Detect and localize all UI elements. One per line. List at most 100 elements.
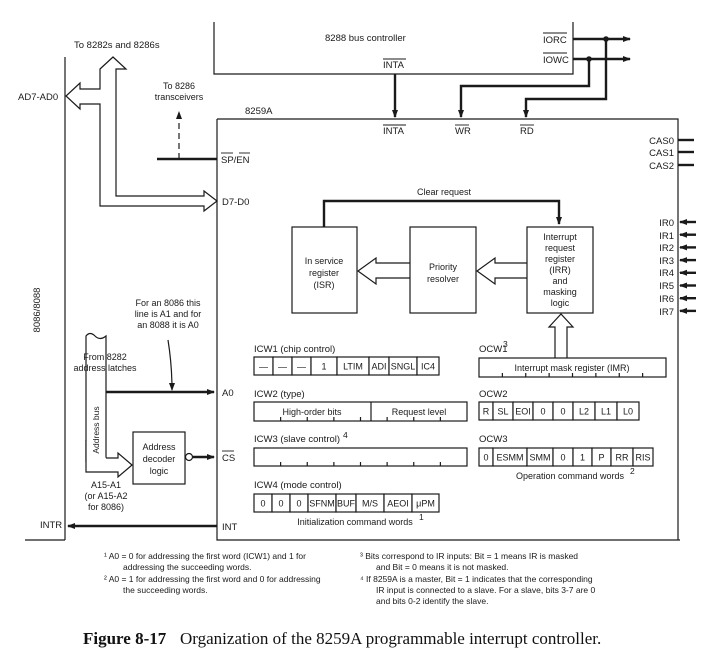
intr-label: INTR [40,520,62,531]
pin-d7-d0: D7-D0 [222,197,249,208]
cpu-block: 8086/8088 AD7-AD0 INTR [18,57,66,541]
icw2-high-order: High-order bits [282,407,342,417]
priority-resolver-block: Priority resolver [409,226,477,314]
control-wires [392,36,631,118]
chip-label: 8259A [245,106,273,117]
icw2-title: ICW2 (type) [254,389,305,400]
ir5-label: IR5 [659,281,674,292]
isr-block: In service register (ISR) [291,226,358,314]
imr-to-irr-arrow [547,313,575,358]
irr-text-7: logic [551,298,570,308]
icw4-bit-label: BUF [337,499,356,509]
icw2-register: ICW2 (type) High-order bits Request leve… [253,389,468,422]
ocw3-bit-label: P [598,453,604,463]
clear-request-path: Clear request [322,187,562,227]
ocw3-bit-label: 1 [580,453,585,463]
addr-range-3: for 8086) [88,502,124,512]
address-decoder-block: Address decoder logic CS A15-A1 (or A15-… [84,431,235,512]
ocw-group-label: Operation command words [516,471,625,481]
irr-text-2: request [545,243,576,253]
icw3-register: ICW3 (slave control) 4 [253,430,468,467]
clear-request-label: Clear request [417,187,472,197]
footnote-4-line3: and bits 0-2 identify the slave. [376,596,488,606]
to-8286-label-2: transceivers [155,92,204,102]
priority-text-2: resolver [427,274,459,284]
ocw3-bit-label: 0 [483,453,488,463]
icw4-title: ICW4 (mode control) [254,480,342,491]
irr-text-4: (IRR) [549,265,571,275]
icw4-bit-label: M/S [362,499,378,509]
decoder-text-1: Address [142,442,176,452]
icw-group-label: Initialization command words [297,517,413,527]
decoder-text-3: logic [150,466,169,476]
ocw2-title: OCW2 [479,389,508,400]
icw1-bit-label: ADI [371,362,386,372]
a0-note-2: line is A1 and for [135,309,202,319]
footnote-2-line2: the succeeding words. [123,585,208,595]
footnote-4-line1: ⁴ If 8259A is a master, Bit = 1 indicate… [360,574,593,584]
bus-controller-block: 8288 bus controller INTA IORC IOWC [213,22,574,75]
ocw2-cell [616,401,640,421]
pin-inta: INTA [383,126,405,137]
priority-text-1: Priority [429,262,458,272]
bus-controller-label: 8288 bus controller [325,33,406,44]
footnote-1-line2: addressing the succeeding words. [123,562,252,572]
footnotes: ¹ A0 = 0 for addressing the first word (… [104,551,595,606]
footnote-4-line2: IR input is connected to a slave. For a … [376,585,595,595]
latch-note-2: address latches [73,363,137,373]
ocw1-sup: 3 [503,339,508,349]
addr-range-1: A15-A1 [91,480,121,490]
ocw1-title: OCW1 [479,344,508,355]
icw1-bit-label: — [297,362,306,372]
ad-bus-label: AD7-AD0 [18,92,58,103]
icw4-bit-label: μPM [416,499,435,509]
cas2-label: CAS2 [649,161,674,172]
footnote-1-line1: ¹ A0 = 0 for addressing the first word (… [104,551,306,561]
ocw2-bit-label: R [483,407,490,417]
decoder-text-2: decoder [143,454,176,464]
cas1-label: CAS1 [649,148,674,159]
icw1-cell [416,356,440,376]
cas0-label: CAS0 [649,136,674,147]
isr-text-1: In service [305,256,344,266]
to-8282-8286-label: To 8282s and 8286s [74,40,160,51]
footnote-3-line1: ³ Bits correspond to IR inputs: Bit = 1 … [360,551,578,561]
ocw2-bit-label: SL [497,407,508,417]
ocw1-imr: Interrupt mask register (IMR) [514,363,629,373]
ir7-label: IR7 [659,307,674,318]
irr-text-1: Interrupt [543,232,577,242]
ir0-label: IR0 [659,218,674,229]
caption-label: Figure 8-17 [83,629,167,648]
ocw-group-sup: 2 [630,466,635,476]
ocw1-register: OCW1 3 Interrupt mask register (IMR) [478,339,667,378]
irr-text-3: register [545,254,575,264]
icw1-bit-label: 1 [321,362,326,372]
icw4-bit-label: SFNM [309,499,335,509]
icw4-bit-label: 0 [278,499,283,509]
iorc-label: IORC [543,35,567,46]
chip-8259a: 8259A INTA WR RD [216,106,680,541]
ocw2-bit-label: 0 [540,407,545,417]
ocw2-bit-label: 0 [560,407,565,417]
isr-text-3: (ISR) [314,280,335,290]
data-bus-arrow: To 8282s and 8286s [65,40,218,213]
pin-a0: A0 [222,388,234,399]
addr-range-2: (or A15-A2 [84,491,127,501]
icw4-bit-label: 0 [296,499,301,509]
ir1-label: IR1 [659,231,674,242]
icw1-bit-label: IC4 [421,362,435,372]
ocw2-bit-label: L0 [623,407,633,417]
ir6-label: IR6 [659,294,674,305]
pin-int: INT [222,522,238,533]
icw1-bit-label: — [278,362,287,372]
icw1-bit-label: LTIM [343,362,363,372]
icw1-bit-label: SNGL [391,362,416,372]
icw4-bit-label: AEOI [387,499,409,509]
pin-cs: CS [222,453,235,464]
icw-group-sup: 1 [419,512,424,522]
figure-caption: Figure 8-17 Organization of the 8259A pr… [83,629,601,648]
